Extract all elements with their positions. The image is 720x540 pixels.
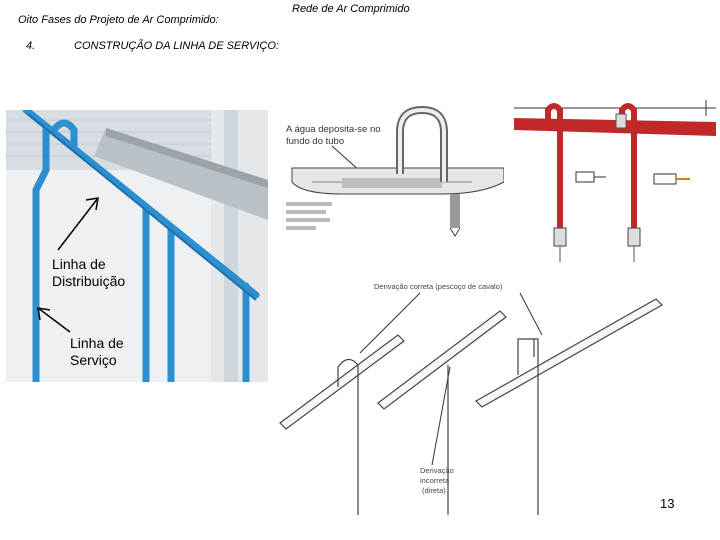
distribution-line-label: Linha de Distribuição (52, 256, 126, 289)
water-deposit-diagram: A água deposita-se no fundo do tubo (282, 98, 504, 246)
correct-branch-label: Derivação correta (pescoço de cavalo) (374, 282, 503, 291)
piping-photo (6, 110, 268, 382)
section-heading: CONSTRUÇÃO DA LINHA DE SERVIÇO: (74, 40, 279, 52)
water-deposit-caption-1: A água deposita-se no (286, 124, 381, 135)
water-deposit-caption-2: fundo do tubo (286, 136, 344, 147)
red-pipe-diagram (514, 96, 716, 268)
section-number: 4. (26, 40, 36, 52)
branch-connection-diagram: Derivação correta (pescoço de cavalo) De… (270, 275, 664, 515)
page-number: 13 (660, 496, 675, 511)
incorrect-branch-label-1: Derivação (420, 466, 454, 475)
service-line-label: Linha de Serviço (70, 335, 124, 368)
presentation-subtitle: Oito Fases do Projeto de Ar Comprimido: (18, 14, 219, 26)
photo-arrows (37, 197, 99, 333)
presentation-title: Rede de Ar Comprimido (292, 3, 410, 15)
incorrect-branch-label-2: incorreta (420, 476, 450, 485)
incorrect-branch-label-3: (direta) (422, 486, 446, 495)
